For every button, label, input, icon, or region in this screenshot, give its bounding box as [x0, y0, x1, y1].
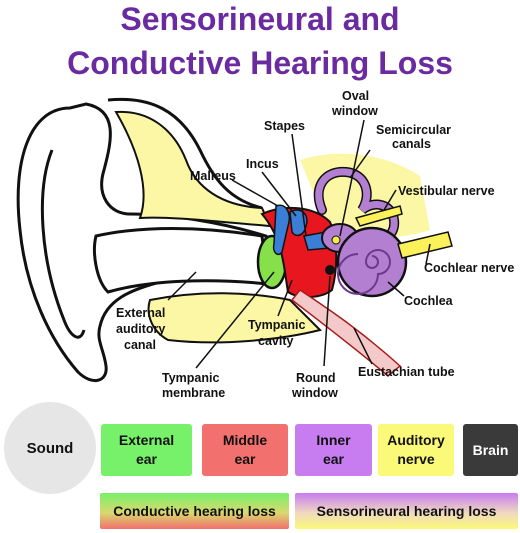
- inner-ear-label-1: Inner: [316, 432, 351, 448]
- auricle-fold: [40, 149, 86, 339]
- label-tympanic-membrane-2: membrane: [162, 386, 225, 400]
- vestibular-nerve: [354, 205, 403, 227]
- label-cochlea: Cochlea: [404, 294, 454, 308]
- conductive-hearing-loss-bar: Conductive hearing loss: [100, 493, 289, 529]
- label-semicircular-1: Semicircular: [376, 123, 451, 137]
- brain-label: Brain: [472, 441, 509, 458]
- label-oval-window-2: window: [331, 104, 378, 118]
- label-vestibular-nerve: Vestibular nerve: [398, 184, 495, 198]
- skin-outline: [107, 97, 263, 210]
- cochlear-nerve: [397, 231, 453, 259]
- ear-anatomy-diagram: Oval window Stapes Semicircular canals I…: [16, 89, 514, 400]
- semicircular-canals-fill: [315, 168, 398, 244]
- eustachian-tube: [290, 288, 402, 377]
- external-ear-label-1: External: [118, 432, 175, 448]
- auditory-nerve-label-1: Auditory: [387, 432, 445, 448]
- label-semicircular-2: canals: [392, 137, 431, 151]
- cochlea-spiral: [337, 249, 391, 295]
- label-eustachian-tube: Eustachian tube: [358, 365, 455, 379]
- sensorineural-hearing-loss-bar: Sensorineural hearing loss: [295, 493, 518, 529]
- malleus-bone: [272, 204, 290, 256]
- sound-label: Sound: [26, 439, 74, 457]
- middle-ear-label-1: Middle: [222, 432, 268, 448]
- auditory-nerve-box: Auditory nerve: [378, 424, 454, 476]
- label-tympanic-cavity-2: cavity: [258, 334, 293, 348]
- label-round-window-2: window: [291, 386, 338, 400]
- leader-lines: [167, 119, 431, 369]
- inner-ear-box: Inner ear: [295, 424, 372, 476]
- external-ear-label-2: ear: [135, 451, 158, 467]
- label-external-canal-1: External: [116, 306, 165, 320]
- label-oval-window-1: Oval: [342, 89, 369, 103]
- external-ear-box: External ear: [101, 424, 192, 476]
- round-window: [325, 265, 335, 275]
- label-external-canal-2: auditory: [116, 322, 165, 336]
- label-stapes: Stapes: [264, 119, 305, 133]
- conductive-hearing-loss-label: Conductive hearing loss: [113, 503, 276, 519]
- label-incus: Incus: [246, 157, 279, 171]
- temporal-bone-lower: [147, 292, 322, 344]
- external-auditory-canal: [93, 227, 270, 294]
- oval-window: [331, 235, 341, 245]
- label-tympanic-membrane-1: Tympanic: [162, 371, 219, 385]
- inner-ear-label-2: ear: [322, 451, 344, 467]
- label-cochlear-nerve: Cochlear nerve: [424, 261, 514, 275]
- middle-ear-box: Middle ear: [202, 424, 288, 476]
- middle-ear-label-2: ear: [234, 451, 256, 467]
- label-malleus: Malleus: [190, 169, 236, 183]
- cochlea-shell: [336, 226, 408, 298]
- label-external-canal-3: canal: [124, 338, 156, 352]
- brain-box: Brain: [463, 424, 518, 476]
- auditory-nerve-label-2: nerve: [397, 451, 435, 467]
- sensorineural-hearing-loss-label: Sensorineural hearing loss: [316, 503, 497, 519]
- label-tympanic-cavity-1: Tympanic: [248, 318, 305, 332]
- title-line-1: Sensorineural and: [120, 1, 400, 37]
- label-round-window-1: Round: [296, 371, 336, 385]
- sound-circle: Sound: [4, 402, 96, 494]
- title-line-2: Conductive Hearing Loss: [67, 45, 453, 81]
